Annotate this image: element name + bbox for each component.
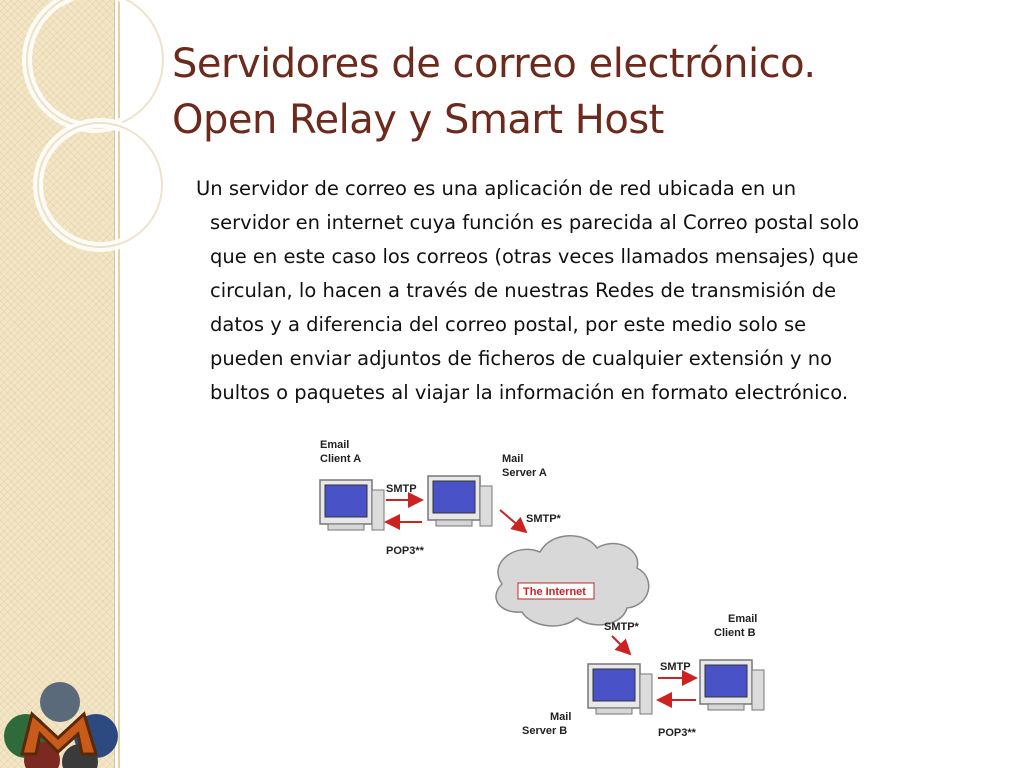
decorative-circles: [22, 0, 168, 252]
sidebar-divider: [118, 0, 120, 768]
server-a-label-line-2: Server A: [502, 467, 547, 479]
server-a-computer-icon: [427, 475, 493, 527]
slide-body-text: Un servidor de correo es una aplicación …: [196, 172, 996, 410]
internet-label: The Internet: [523, 586, 586, 598]
slide-title-line-2: Open Relay y Smart Host: [172, 97, 664, 143]
client-b-label-line-1: Email: [728, 613, 757, 625]
magic-m-logo: [4, 682, 118, 768]
body-line: Un servidor de correo es una aplicación …: [196, 177, 797, 200]
body-line: servidor en internet cuya función es par…: [210, 211, 860, 234]
body-line: datos y a diferencia del correo postal, …: [210, 313, 807, 336]
smtp-star-label-bottom: SMTP*: [604, 621, 640, 633]
internet-cloud-icon: [495, 535, 650, 627]
smtp-label-a: SMTP: [386, 483, 417, 495]
body-line: bultos o paquetes al viajar la informaci…: [210, 381, 849, 404]
pop3-label-a: POP3**: [386, 545, 425, 557]
server-a-label-line-1: Mail: [502, 453, 523, 465]
pop3-label-b: POP3**: [658, 727, 697, 739]
client-a-computer-icon: [319, 479, 385, 531]
client-a-label-line-2: Client A: [320, 453, 361, 465]
smtp-arrow-to-internet: [499, 509, 528, 534]
slide-title-line-1: Servidores de correo electrónico.: [172, 41, 816, 87]
body-line: circulan, lo hacen a través de nuestras …: [210, 279, 837, 302]
smtp-arrow-to-server-b: [611, 635, 632, 656]
server-b-label-line-1: Mail: [550, 711, 571, 723]
body-line: pueden enviar adjuntos de ficheros de cu…: [210, 347, 833, 370]
server-b-computer-icon: [587, 663, 653, 715]
body-line: que en este caso los correos (otras vece…: [210, 245, 859, 268]
client-b-computer-icon: [699, 659, 765, 711]
email-flow-diagram: Email Client A Mail Server A SMTP POP3**…: [319, 439, 765, 739]
slide-title: Servidores de correo electrónico. Open R…: [172, 36, 992, 148]
smtp-star-label-top: SMTP*: [526, 513, 562, 525]
internet-label-box: [517, 582, 595, 600]
client-b-label-line-2: Client B: [714, 627, 756, 639]
smtp-label-b: SMTP: [660, 661, 691, 673]
server-b-label-line-2: Server B: [522, 725, 567, 737]
client-a-label-line-1: Email: [320, 439, 349, 451]
